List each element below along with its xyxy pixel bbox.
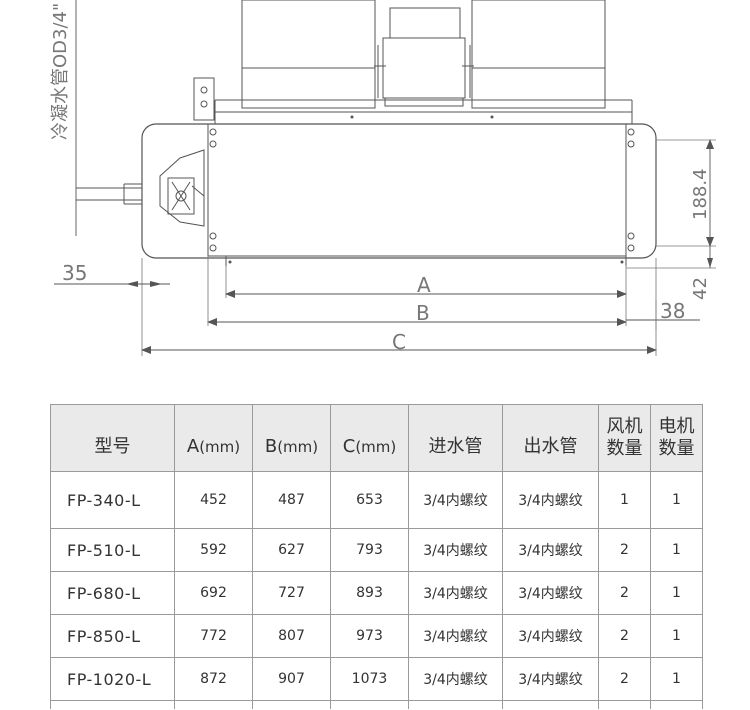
cell-motors: 1 xyxy=(650,471,703,529)
cell-a: 692 xyxy=(174,571,253,615)
cell-c: 973 xyxy=(330,614,409,658)
dim-c-label: C xyxy=(392,330,406,354)
dim-42-label: 42 xyxy=(690,277,711,300)
dim-a-label: A xyxy=(417,273,431,297)
cell-fans: 2 xyxy=(598,528,651,572)
cell-model: FP-510-L xyxy=(50,528,175,572)
dim-b-label: B xyxy=(416,301,430,325)
technical-drawing: 冷凝水管OD3/4" xyxy=(50,0,716,356)
cell-b: 487 xyxy=(252,471,331,529)
cell-b: 727 xyxy=(252,571,331,615)
cell-fans: 2 xyxy=(598,657,651,701)
cell-inlet: 3/4内螺纹 xyxy=(408,657,503,701)
col-header-outlet: 出水管 xyxy=(502,404,599,472)
bolt-holes xyxy=(209,128,635,252)
cell-c: 1073 xyxy=(330,657,409,701)
cell-model: FP-1020-L xyxy=(50,657,175,701)
table-row: FP-510-L 592 627 793 3/4内螺纹 3/4内螺纹 2 1 xyxy=(50,528,703,572)
cell-outlet: 3/4内螺纹 xyxy=(502,528,599,572)
col-header-inlet: 进水管 xyxy=(408,404,503,472)
cell-model: FP-680-L xyxy=(50,571,175,615)
cell-inlet: 3/4内螺纹 xyxy=(408,528,503,572)
cell-inlet: 3/4内螺纹 xyxy=(408,471,503,529)
dim-188-label: 188.4 xyxy=(690,168,711,220)
table-row: FP-340-L 452 487 653 3/4内螺纹 3/4内螺纹 1 1 xyxy=(50,471,703,529)
table-row: FP-1020-L 872 907 1073 3/4内螺纹 3/4内螺纹 2 1 xyxy=(50,657,703,701)
col-header-model: 型号 xyxy=(50,404,175,472)
col-header-fans: 风机数量 xyxy=(598,404,651,472)
spec-table: 型号 A(mm) B(mm) C(mm) 进水管 出水管 风机数量 电机数量 F… xyxy=(50,404,703,709)
cell-fans: 2 xyxy=(598,614,651,658)
cell-model: FP-850-L xyxy=(50,614,175,658)
cell-motors: 1 xyxy=(650,528,703,572)
cell-motors: 1 xyxy=(650,614,703,658)
drain-valve xyxy=(159,149,205,227)
cell-a: 872 xyxy=(174,657,253,701)
col-header-a: A(mm) xyxy=(174,404,253,472)
cell-b: 627 xyxy=(252,528,331,572)
fan-housings xyxy=(214,0,633,124)
table-row-partial xyxy=(50,700,703,709)
condensate-pipe-label: 冷凝水管OD3/4" xyxy=(50,3,71,140)
unit-body xyxy=(141,123,657,259)
dim-38-label: 38 xyxy=(660,299,685,323)
cell-a: 772 xyxy=(174,614,253,658)
col-header-b: B(mm) xyxy=(252,404,331,472)
cell-outlet: 3/4内螺纹 xyxy=(502,571,599,615)
cell-c: 653 xyxy=(330,471,409,529)
cell-outlet: 3/4内螺纹 xyxy=(502,614,599,658)
cell-a: 452 xyxy=(174,471,253,529)
cell-outlet: 3/4内螺纹 xyxy=(502,471,599,529)
cell-c: 793 xyxy=(330,528,409,572)
table-row: FP-850-L 772 807 973 3/4内螺纹 3/4内螺纹 2 1 xyxy=(50,614,703,658)
pipe-stub xyxy=(76,183,142,205)
cell-fans: 1 xyxy=(598,471,651,529)
cell-fans: 2 xyxy=(598,571,651,615)
col-header-motors: 电机数量 xyxy=(650,404,703,472)
cell-motors: 1 xyxy=(650,571,703,615)
mounting-bracket xyxy=(193,77,215,121)
cell-b: 807 xyxy=(252,614,331,658)
col-header-c: C(mm) xyxy=(330,404,409,472)
cell-c: 893 xyxy=(330,571,409,615)
cell-motors: 1 xyxy=(650,657,703,701)
cell-a: 592 xyxy=(174,528,253,572)
cell-b: 907 xyxy=(252,657,331,701)
table-header-row: 型号 A(mm) B(mm) C(mm) 进水管 出水管 风机数量 电机数量 xyxy=(50,404,703,472)
cell-model: FP-340-L xyxy=(50,471,175,529)
table-row: FP-680-L 692 727 893 3/4内螺纹 3/4内螺纹 2 1 xyxy=(50,571,703,615)
cell-outlet: 3/4内螺纹 xyxy=(502,657,599,701)
cell-inlet: 3/4内螺纹 xyxy=(408,571,503,615)
dim-35-label: 35 xyxy=(62,261,87,285)
cell-inlet: 3/4内螺纹 xyxy=(408,614,503,658)
